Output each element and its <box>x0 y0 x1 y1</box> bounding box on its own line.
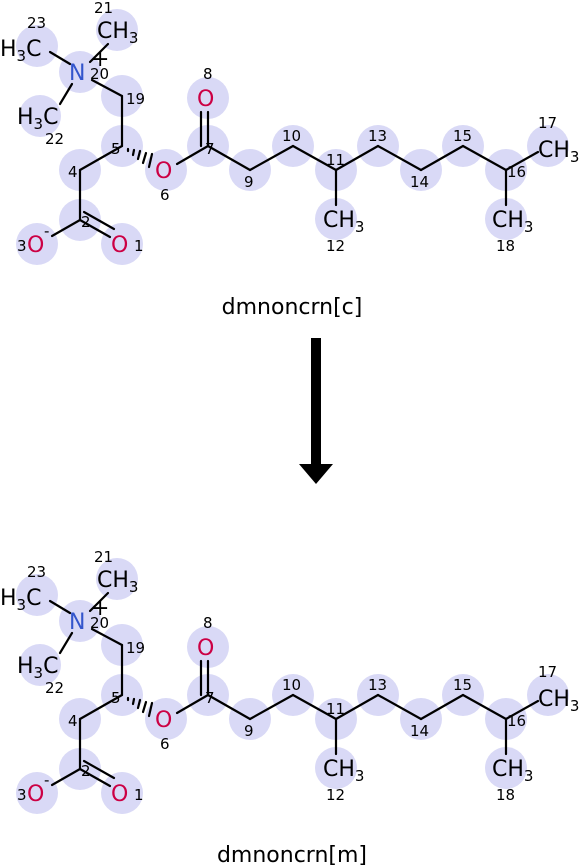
atom-23-label: H3C <box>0 586 41 614</box>
atom-1-number: 1 <box>134 237 144 255</box>
atom-10-number: 10 <box>282 676 301 694</box>
atom-18-number: 18 <box>496 237 515 255</box>
atom-22-number: 22 <box>45 130 64 148</box>
atom-5-number: 5 <box>111 689 121 707</box>
atom-16-number: 16 <box>507 712 526 730</box>
atom-16-number: 16 <box>507 163 526 181</box>
bottom-molecule-name: dmnoncrn[m] <box>217 843 367 867</box>
atom-21-number: 21 <box>94 548 113 566</box>
atom-17-number: 17 <box>538 663 557 681</box>
atom-21-label: CH3 <box>97 19 138 47</box>
atom-1-label: O <box>111 782 128 807</box>
atom-1-label: O <box>111 233 128 258</box>
atom-22-label: H3C <box>17 654 58 682</box>
atom-10-number: 10 <box>282 127 301 145</box>
atom-20-label: N <box>69 610 85 635</box>
atom-17-label: CH3 <box>538 138 579 166</box>
atom-21-number: 21 <box>94 0 113 17</box>
atom-22-number: 22 <box>45 679 64 697</box>
atom-4-number: 4 <box>68 163 78 181</box>
atom-12-label: CH3 <box>323 208 364 236</box>
atom-11-number: 11 <box>326 151 345 169</box>
atom-17-label: CH3 <box>538 687 579 715</box>
atom-8-number: 8 <box>203 65 213 83</box>
bottom-molecule: H3C CH3 N + H3C O - O O O CH3 CH3 CH3 23… <box>0 548 579 867</box>
reaction-arrow <box>299 338 333 484</box>
atom-8-label: O <box>197 87 214 112</box>
atom-9-number: 9 <box>244 722 254 740</box>
atom-6-number: 6 <box>160 735 170 753</box>
atom-20-charge: + <box>91 596 109 621</box>
atom-2-number: 2 <box>81 762 91 780</box>
atom-14-number: 14 <box>410 722 429 740</box>
atom-9-number: 9 <box>244 173 254 191</box>
atom-15-number: 15 <box>453 127 472 145</box>
atom-12-number: 12 <box>326 237 345 255</box>
atom-7-number: 7 <box>205 689 215 707</box>
atom-7-number: 7 <box>205 140 215 158</box>
atom-3-number: 3 <box>17 786 27 804</box>
atom-20-number: 20 <box>90 65 109 83</box>
atom-22-label: H3C <box>17 105 58 133</box>
atom-11-number: 11 <box>326 700 345 718</box>
atom-3-charge: - <box>44 222 49 240</box>
atom-13-number: 13 <box>368 127 387 145</box>
atom-12-number: 12 <box>326 786 345 804</box>
atom-13-number: 13 <box>368 676 387 694</box>
atom-8-label: O <box>197 636 214 661</box>
atom-17-number: 17 <box>538 114 557 132</box>
atom-15-number: 15 <box>453 676 472 694</box>
atom-18-label: CH3 <box>492 208 533 236</box>
atom-3-number: 3 <box>17 237 27 255</box>
atom-6-label: O <box>155 708 172 733</box>
top-molecule: H3C CH3 N + H3C O - O O O CH3 CH3 CH3 23… <box>0 0 579 320</box>
atom-6-number: 6 <box>160 186 170 204</box>
atom-23-number: 23 <box>27 14 46 32</box>
atom-18-number: 18 <box>496 786 515 804</box>
atom-3-charge: - <box>44 771 49 789</box>
atom-20-label: N <box>69 61 85 86</box>
atom-20-number: 20 <box>90 614 109 632</box>
atom-4-number: 4 <box>68 712 78 730</box>
atom-5-number: 5 <box>111 140 121 158</box>
atom-8-number: 8 <box>203 614 213 632</box>
atom-18-label: CH3 <box>492 757 533 785</box>
atom-14-number: 14 <box>410 173 429 191</box>
atom-12-label: CH3 <box>323 757 364 785</box>
atom-3-label: O <box>27 782 44 807</box>
atom-19-number: 19 <box>126 639 145 657</box>
atom-2-number: 2 <box>81 213 91 231</box>
atom-23-label: H3C <box>0 37 41 65</box>
atom-3-label: O <box>27 233 44 258</box>
atom-6-label: O <box>155 159 172 184</box>
atom-20-charge: + <box>91 47 109 72</box>
atom-21-label: CH3 <box>97 568 138 596</box>
top-molecule-name: dmnoncrn[c] <box>222 295 363 320</box>
atom-19-number: 19 <box>126 90 145 108</box>
atom-23-number: 23 <box>27 563 46 581</box>
atom-1-number: 1 <box>134 786 144 804</box>
